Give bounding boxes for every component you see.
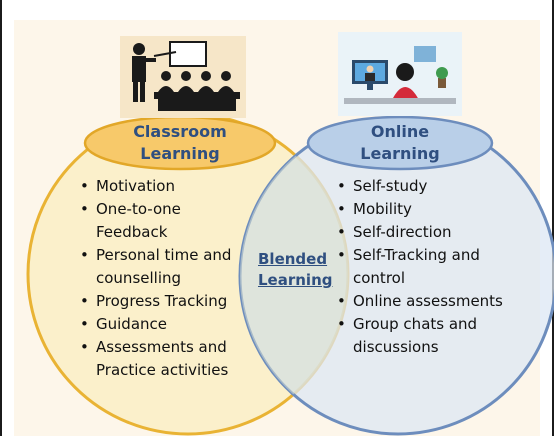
classroom-item: Guidance: [80, 313, 255, 336]
blended-line1: Blended: [258, 250, 328, 268]
online-item: Mobility: [337, 198, 517, 221]
classroom-teacher-icon: [120, 36, 246, 118]
online-item: Self-study: [337, 175, 517, 198]
classroom-list: Motivation One-to-one Feedback Personal …: [80, 175, 255, 382]
classroom-title: Classroom Learning: [110, 121, 250, 165]
classroom-title-line2: Learning: [140, 144, 220, 163]
classroom-title-line1: Classroom: [133, 122, 227, 141]
online-item: Self-Tracking and control: [337, 244, 503, 290]
classroom-item: Personal time and counselling: [80, 244, 271, 290]
classroom-item: Motivation: [80, 175, 255, 198]
blended-overlap: [240, 118, 348, 434]
blended-line2: Learning: [258, 271, 333, 289]
online-title-line2: Learning: [360, 144, 440, 163]
online-item: Group chats and discussions: [337, 313, 503, 359]
classroom-item: Assessments and Practice activities: [80, 336, 261, 382]
online-title-line1: Online: [370, 122, 430, 141]
classroom-item: One-to-one Feedback: [80, 198, 206, 244]
online-learner-computer-icon: [338, 32, 462, 116]
online-list: Self-study Mobility Self-direction Self-…: [337, 175, 517, 359]
online-title-oval: [306, 115, 494, 171]
classroom-item: Progress Tracking: [80, 290, 255, 313]
blended-learning-label: Blended Learning: [258, 249, 333, 291]
online-item: Online assessments: [337, 290, 517, 313]
online-title: Online Learning: [330, 121, 470, 165]
online-item: Self-direction: [337, 221, 517, 244]
